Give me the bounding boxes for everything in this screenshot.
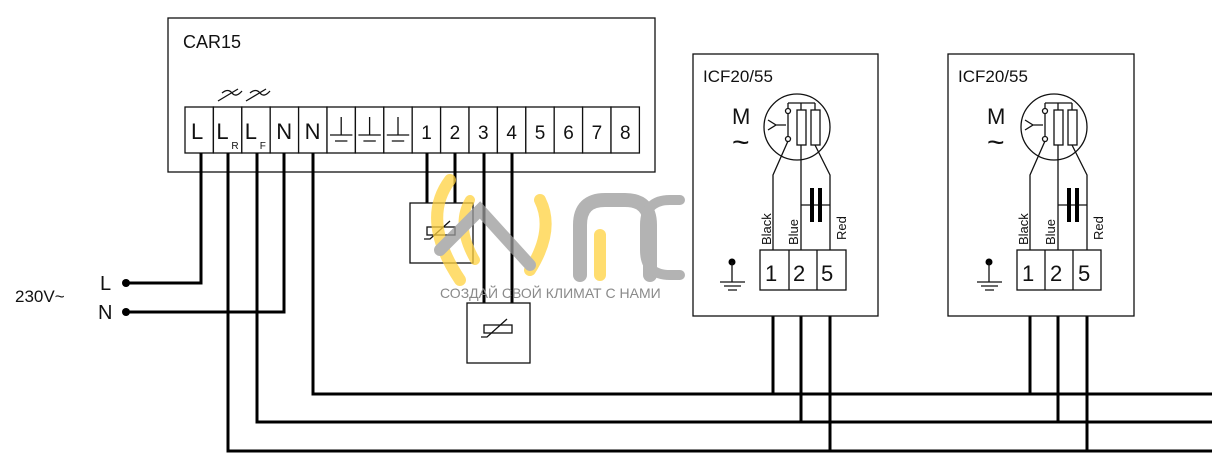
actuator-title: ICF20/55 <box>703 67 773 86</box>
terminal-label: 2 <box>450 123 461 144</box>
thermistor-icon <box>483 324 513 334</box>
thermistor-slash <box>481 318 508 338</box>
terminal-subscript: R <box>231 141 238 152</box>
terminal-label: 5 <box>535 123 546 144</box>
actuator-title: ICF20/55 <box>958 67 1028 86</box>
wire-lf-bus <box>255 153 1212 424</box>
actuator-2: ICF20/55 M ~ Black Blue Red 1 2 5 <box>947 53 1135 317</box>
ground-icon <box>720 258 745 291</box>
terminal-5: 5 <box>1078 261 1090 286</box>
terminal-2: 2 <box>1050 261 1062 286</box>
ground-icon <box>330 117 353 142</box>
terminal-label: L <box>245 119 257 144</box>
supply-l-label: L <box>100 273 111 295</box>
wire-lr-bus <box>226 153 1212 453</box>
wire-label-blue: Blue <box>1043 219 1058 245</box>
terminal-cell <box>496 106 527 154</box>
terminal-cell <box>610 106 641 154</box>
supply-n-label: N <box>98 302 112 324</box>
watermark-slogan: СОЗДАЙ СВОЙ КЛИМАТ С НАМИ <box>440 284 661 301</box>
actuator-1: ICF20/55 M ~ Black Blue Red 1 2 5 <box>692 53 879 317</box>
motor-icon <box>763 93 831 250</box>
terminal-label: 6 <box>563 123 574 144</box>
ac-symbol: ~ <box>732 126 750 159</box>
ground-icon <box>386 117 410 142</box>
wire-line <box>126 153 203 285</box>
wire-n-bus <box>311 153 1212 396</box>
motor-label: M <box>732 104 750 129</box>
terminal-label: 3 <box>478 123 489 144</box>
wire-label-black: Black <box>759 213 774 245</box>
actuator-terminal-block <box>1016 249 1102 291</box>
terminal-subscript: F <box>260 141 266 152</box>
motor-label: M <box>987 104 1005 129</box>
terminal-label: N <box>305 119 321 144</box>
terminal-1: 1 <box>765 261 777 286</box>
wire-label-red: Red <box>834 216 849 240</box>
supply-label: 230V~ <box>15 287 65 306</box>
terminal-label: 8 <box>620 123 631 144</box>
ac-symbol: ~ <box>987 126 1005 159</box>
relay-contact-icon <box>245 88 271 102</box>
terminal-cell <box>439 106 470 154</box>
ground-icon <box>358 117 381 142</box>
sensor-box <box>466 302 531 364</box>
controller-title: CAR15 <box>183 32 241 52</box>
ground-icon <box>977 258 1002 291</box>
terminal-cell <box>184 106 215 154</box>
wires <box>126 153 1212 453</box>
wire-label-blue: Blue <box>786 219 801 245</box>
terminal-label: 7 <box>592 123 603 144</box>
terminal-1: 1 <box>1022 261 1034 286</box>
motor-icon <box>1020 93 1088 250</box>
wire-neutral <box>126 153 286 314</box>
terminal-2: 2 <box>793 261 805 286</box>
wire-label-black: Black <box>1016 213 1031 245</box>
neo-logo <box>431 174 685 286</box>
actuator-terminal-block <box>759 249 847 291</box>
power-supply: 230V~ L N <box>15 273 130 324</box>
terminal-5: 5 <box>821 261 833 286</box>
watermark: СОЗДАЙ СВОЙ КЛИМАТ С НАМИ <box>431 174 685 301</box>
terminal-label: 1 <box>421 123 432 144</box>
terminal-label: N <box>276 119 292 144</box>
terminal-label: L <box>191 119 203 144</box>
terminal-cell <box>581 106 612 154</box>
relay-contact-icon <box>217 88 243 102</box>
wire-label-red: Red <box>1091 216 1106 240</box>
terminal-label: 4 <box>506 123 517 144</box>
temperature-sensor-2 <box>466 302 531 364</box>
terminal-cell <box>297 106 328 154</box>
terminal-label: L <box>216 119 228 144</box>
